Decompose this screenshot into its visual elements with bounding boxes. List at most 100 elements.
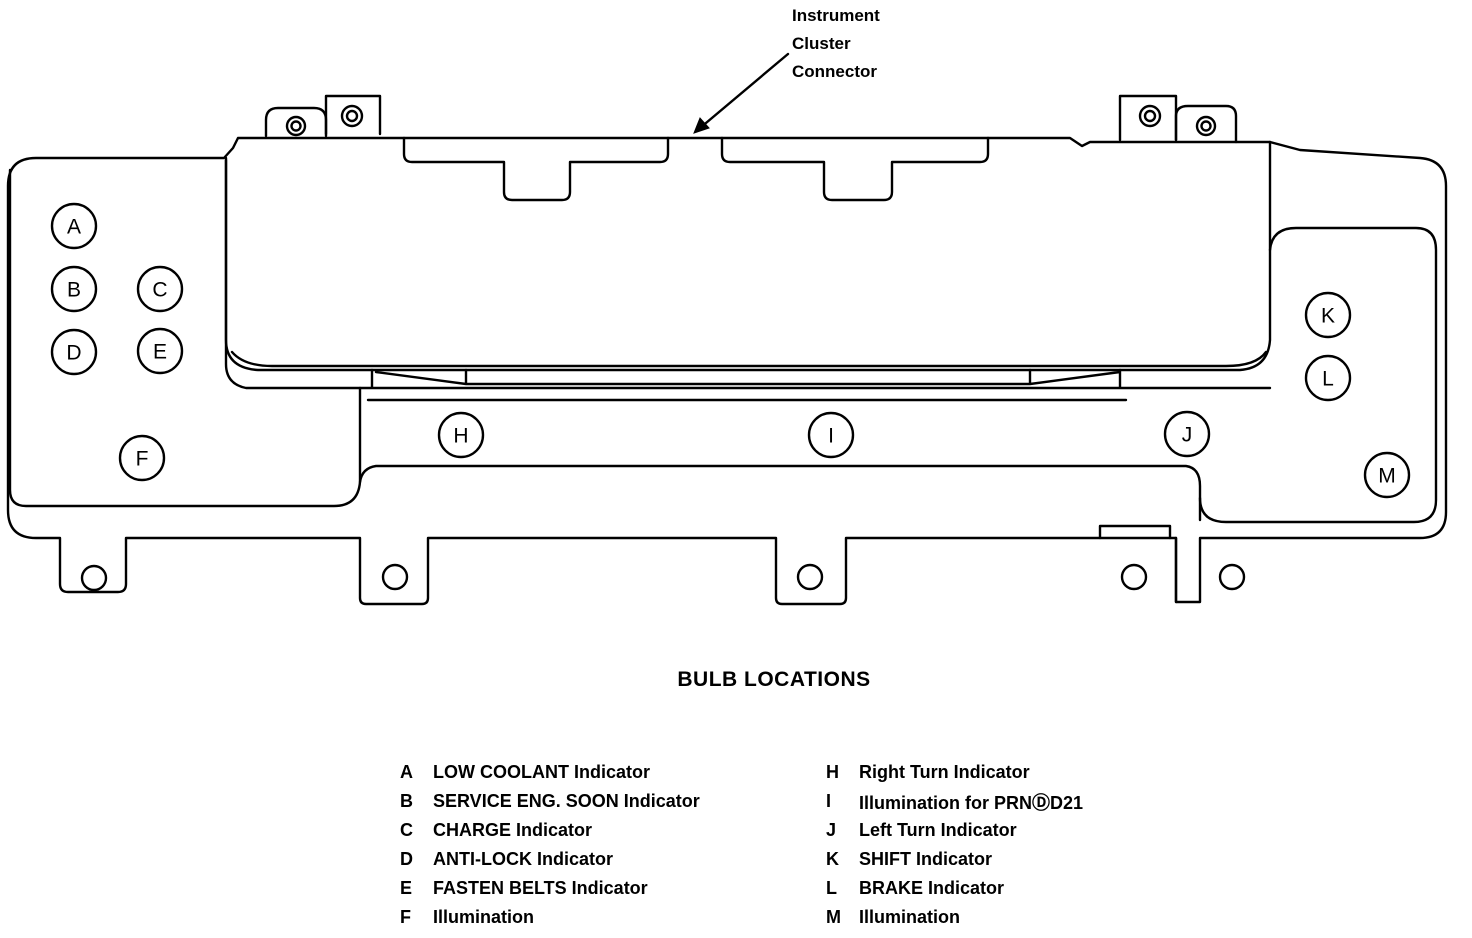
legend-item: I Illumination for PRNⒹD21 bbox=[826, 787, 1083, 816]
bulb-e: E bbox=[136, 327, 184, 375]
bulb-letter: M bbox=[1378, 465, 1396, 488]
connector-callout-label: Instrument Cluster Connector bbox=[792, 2, 880, 86]
mounting-hole bbox=[1143, 109, 1157, 123]
lower-strip-outline bbox=[358, 368, 1272, 522]
top-tab-left-large bbox=[324, 94, 382, 136]
legend-key: J bbox=[826, 820, 837, 840]
mounting-hole bbox=[345, 109, 359, 123]
legend-item: J Left Turn Indicator bbox=[826, 816, 1083, 845]
legend-item: D ANTI-LOCK Indicator bbox=[400, 845, 700, 874]
callout-line: Connector bbox=[792, 62, 877, 81]
mounting-hole bbox=[285, 115, 307, 137]
top-tab-right-large bbox=[1118, 94, 1178, 142]
bulb-circle bbox=[50, 328, 98, 376]
bulb-circle bbox=[1304, 291, 1352, 339]
legend-text: SERVICE ENG. SOON Indicator bbox=[433, 791, 700, 811]
legend-key: E bbox=[400, 878, 413, 898]
bulb-circle bbox=[136, 327, 184, 375]
legend-text: Illumination bbox=[859, 907, 960, 927]
bulb-letter: D bbox=[66, 342, 81, 365]
mounting-hole bbox=[1120, 563, 1148, 591]
legend-text: Illumination bbox=[433, 907, 534, 927]
left-panel-outline bbox=[8, 156, 362, 508]
bulb-circle bbox=[807, 411, 855, 459]
legend-item: H Right Turn Indicator bbox=[826, 758, 1083, 787]
mounting-hole bbox=[1195, 115, 1217, 137]
bulb-letter: E bbox=[153, 341, 167, 364]
bulb-f: F bbox=[118, 434, 166, 482]
legend-key: H bbox=[826, 762, 839, 782]
bulb-letter: A bbox=[67, 216, 81, 239]
top-tab-right-small bbox=[1174, 104, 1238, 144]
legend-right-column: H Right Turn Indicator I Illumination fo… bbox=[826, 758, 1083, 932]
legend-key: K bbox=[826, 849, 839, 869]
legend-text: SHIFT Indicator bbox=[859, 849, 993, 869]
legend-key: A bbox=[400, 762, 413, 782]
mounting-hole bbox=[1138, 104, 1162, 128]
callout-line: Cluster bbox=[792, 34, 851, 53]
bulb-letter: F bbox=[136, 448, 149, 471]
bulb-k: K bbox=[1304, 291, 1352, 339]
top-notch-right bbox=[720, 136, 990, 202]
top-notch-left bbox=[402, 136, 670, 202]
legend-item: C CHARGE Indicator bbox=[400, 816, 700, 845]
bulb-circle bbox=[1363, 451, 1411, 499]
legend-key: L bbox=[826, 878, 837, 898]
mounting-hole bbox=[340, 104, 364, 128]
mounting-hole bbox=[80, 564, 108, 592]
bulb-letter: C bbox=[152, 279, 167, 302]
legend-text: Right Turn Indicator bbox=[859, 762, 1030, 782]
bulb-circle bbox=[1163, 410, 1211, 458]
mounting-hole bbox=[381, 563, 409, 591]
legend-text: BRAKE Indicator bbox=[859, 878, 1005, 898]
legend-item: E FASTEN BELTS Indicator bbox=[400, 874, 700, 903]
right-panel-outline bbox=[1198, 226, 1438, 524]
mounting-hole bbox=[796, 563, 824, 591]
mounting-hole bbox=[1218, 563, 1246, 591]
bulb-circle bbox=[437, 411, 485, 459]
bulb-h: H bbox=[437, 411, 485, 459]
legend-key: C bbox=[400, 820, 413, 840]
bulb-circle bbox=[136, 265, 184, 313]
legend-text: Left Turn Indicator bbox=[859, 820, 1017, 840]
legend-left-column: A LOW COOLANT Indicator B SERVICE ENG. S… bbox=[400, 758, 700, 932]
bulb-circle bbox=[50, 202, 98, 250]
legend-text: CHARGE Indicator bbox=[433, 820, 593, 840]
cluster-housing-outline bbox=[6, 136, 1448, 606]
cluster-face-lower-edge bbox=[230, 350, 1268, 368]
legend-text: LOW COOLANT Indicator bbox=[433, 762, 650, 782]
bulb-letter: I bbox=[828, 425, 834, 448]
legend-item: K SHIFT Indicator bbox=[826, 845, 1083, 874]
legend-key: F bbox=[400, 907, 411, 927]
legend-text: FASTEN BELTS Indicator bbox=[433, 878, 648, 898]
bulb-m: M bbox=[1363, 451, 1411, 499]
bulb-l: L bbox=[1304, 354, 1352, 402]
cluster-face-outline bbox=[224, 140, 1272, 372]
bulb-circle bbox=[118, 434, 166, 482]
legend-item: L BRAKE Indicator bbox=[826, 874, 1083, 903]
legend-text: ANTI-LOCK Indicator bbox=[433, 849, 613, 869]
bulb-letter: B bbox=[67, 279, 81, 302]
callout-leader-line bbox=[698, 52, 790, 130]
bulb-j: J bbox=[1163, 410, 1211, 458]
callout-arrowhead bbox=[693, 117, 710, 134]
bulb-circle bbox=[50, 265, 98, 313]
legend-text: Illumination for PRNⒹD21 bbox=[859, 792, 1084, 813]
bulb-letter: L bbox=[1322, 368, 1334, 391]
legend-key: B bbox=[400, 791, 413, 811]
bulb-c: C bbox=[136, 265, 184, 313]
mounting-hole bbox=[290, 120, 302, 132]
bulb-circle bbox=[1304, 354, 1352, 402]
legend-item: F Illumination bbox=[400, 903, 700, 932]
bulb-a: A bbox=[50, 202, 98, 250]
cluster-drawing: A B C D E F H I bbox=[6, 52, 1448, 606]
legend-item: A LOW COOLANT Indicator bbox=[400, 758, 700, 787]
legend-key: D bbox=[400, 849, 413, 869]
legend-key: M bbox=[826, 907, 841, 927]
diagram-title: BULB LOCATIONS bbox=[677, 668, 871, 691]
bulb-letter: J bbox=[1182, 424, 1193, 447]
bulb-i: I bbox=[807, 411, 855, 459]
callout-line: Instrument bbox=[792, 6, 880, 25]
bottom-tab-right-box bbox=[1098, 524, 1178, 604]
